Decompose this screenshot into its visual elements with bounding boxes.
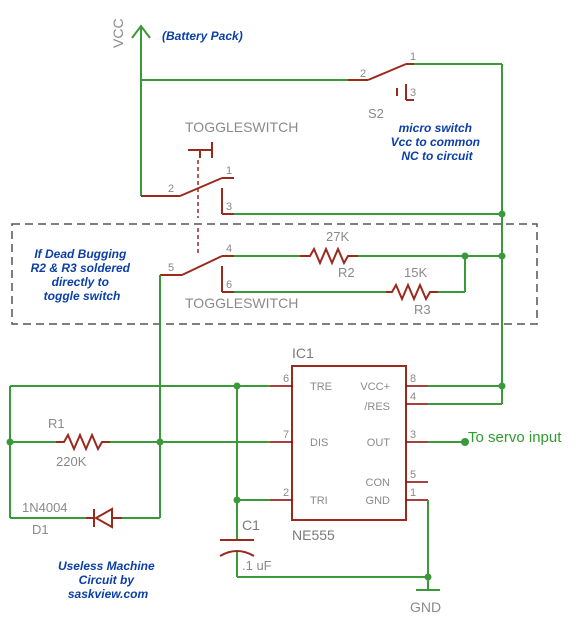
s2-micro-switch: 2 1 3 S2 bbox=[348, 51, 416, 121]
ic1-pin4-name: /RES bbox=[364, 401, 390, 413]
ic1-ref: IC1 bbox=[292, 345, 314, 361]
toggle-top-pin-common: 2 bbox=[168, 183, 174, 195]
r2-ref: R2 bbox=[338, 265, 355, 280]
resistor-r2 bbox=[300, 246, 358, 266]
diode-d1 bbox=[86, 507, 122, 529]
d1-part: 1N4004 bbox=[22, 500, 68, 515]
toggle-top-pin-a: 1 bbox=[226, 165, 232, 177]
toggle-bottom-pin-b: 6 bbox=[226, 279, 232, 291]
r1-ref: R1 bbox=[48, 416, 65, 431]
resistor-r3 bbox=[386, 282, 438, 302]
toggle-bottom-pin-common: 5 bbox=[168, 262, 174, 274]
toggle-top-label: TOGGLESWITCH bbox=[185, 119, 298, 135]
ic1-pin3-num: 3 bbox=[410, 429, 416, 441]
s2-pin-no: 1 bbox=[410, 51, 416, 63]
s2-pin-nc: 3 bbox=[410, 87, 416, 99]
c1-ref: C1 bbox=[242, 517, 260, 533]
ic1-pin4-num: 4 bbox=[410, 391, 416, 403]
ic1-ne555 bbox=[291, 365, 407, 521]
vcc-symbol: VCC bbox=[110, 18, 151, 80]
ic1-pin6-num: 6 bbox=[283, 373, 289, 385]
servo-output-label: To servo input bbox=[468, 429, 562, 446]
r3-value: 15K bbox=[404, 265, 427, 280]
d1-ref: D1 bbox=[32, 522, 49, 537]
s2-ref: S2 bbox=[368, 106, 384, 121]
toggle-bottom-pin-a: 4 bbox=[226, 243, 232, 255]
ic1-pin2-num: 2 bbox=[283, 487, 289, 499]
resistor-r1 bbox=[56, 432, 110, 452]
ic1-pin1-name: GND bbox=[366, 495, 391, 507]
ic1-pin1-num: 1 bbox=[410, 487, 416, 499]
toggle-top-pin-b: 3 bbox=[226, 201, 232, 213]
dead-bug-region bbox=[11, 223, 538, 325]
ic1-pin6-name: TRE bbox=[310, 381, 332, 393]
r3-ref: R3 bbox=[414, 302, 431, 317]
c1-value: .1 uF bbox=[242, 558, 272, 573]
ic1-pin7-num: 7 bbox=[283, 429, 289, 441]
battery-pack-note: (Battery Pack) bbox=[162, 29, 243, 43]
ic1-pin8-num: 8 bbox=[410, 373, 416, 385]
ic1-pin8-name: VCC+ bbox=[360, 381, 390, 393]
vcc-label: VCC bbox=[110, 18, 126, 48]
ground-label: GND bbox=[410, 599, 441, 615]
ic1-pin5-num: 5 bbox=[410, 469, 416, 481]
dead-bug-note: If Dead Bugging R2 & R3 soldered directl… bbox=[31, 247, 134, 303]
ic1-pin2-name: TRI bbox=[310, 495, 328, 507]
ic1-pin7-name: DIS bbox=[310, 437, 328, 449]
r1-value: 220K bbox=[56, 454, 87, 469]
toggle-bottom-label: TOGGLESWITCH bbox=[185, 295, 298, 311]
credit-note: Useless Machine Circuit by saskview.com bbox=[58, 559, 158, 601]
ic1-pin3-name: OUT bbox=[367, 437, 391, 449]
s2-pin-common: 2 bbox=[360, 68, 366, 80]
toggle-switch-bottom: 5 4 6 TOGGLESWITCH bbox=[160, 228, 298, 311]
toggle-switch-top: TOGGLESWITCH 2 1 3 bbox=[141, 119, 298, 218]
capacitor-c1 bbox=[219, 539, 255, 557]
ic1-part: NE555 bbox=[292, 527, 335, 543]
r2-value: 27K bbox=[326, 229, 349, 244]
s2-note: micro switch Vcc to common NC to circuit bbox=[391, 121, 484, 163]
ic1-pin5-name: CON bbox=[366, 477, 391, 489]
